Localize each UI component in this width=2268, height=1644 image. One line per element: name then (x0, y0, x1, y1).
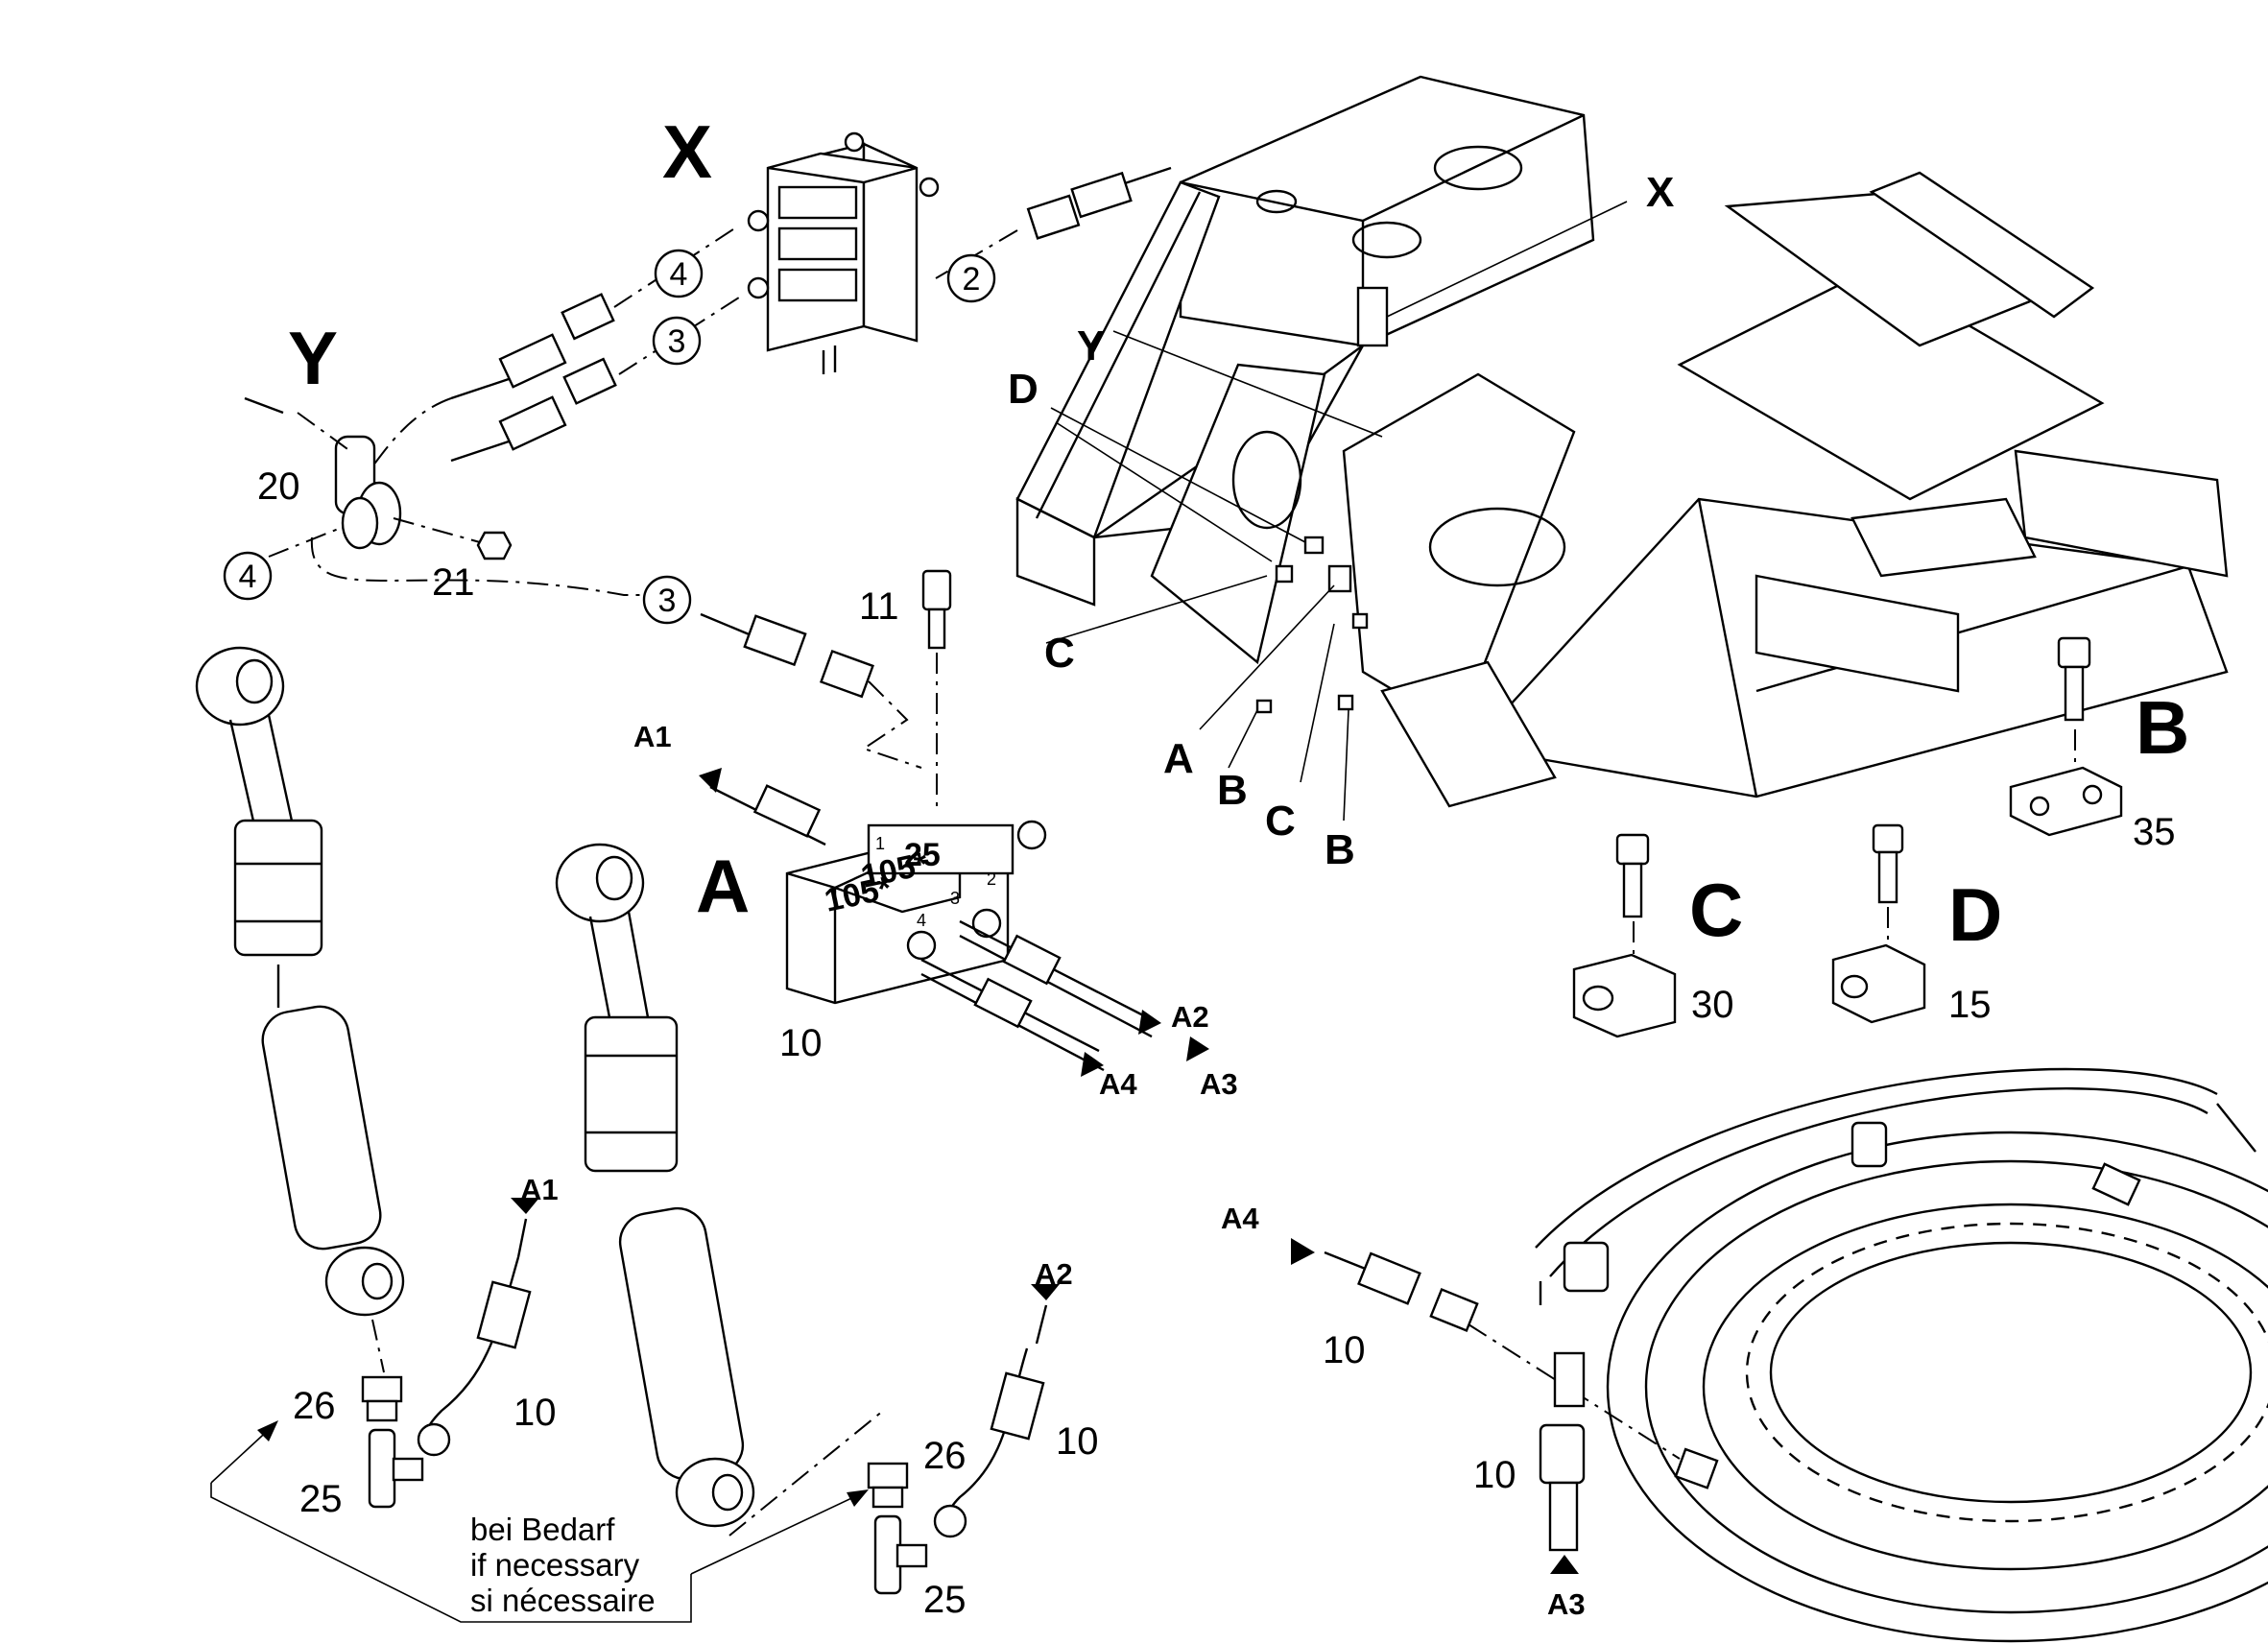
frame-label-d: D (1008, 366, 1039, 413)
part-num-10-block: 10 (779, 1022, 823, 1064)
part-num-10-a3: 10 (1473, 1454, 1516, 1496)
part-num-25-left: 25 (299, 1478, 343, 1520)
arrow-label-a3-top: A3 (1200, 1067, 1238, 1101)
view-labels: X Y A B C D (288, 109, 2189, 957)
frame-label-y: Y (1077, 322, 1105, 369)
arrow-label-a2-bottom: A2 (1035, 1257, 1073, 1291)
hose-assembly-upper (335, 166, 1172, 500)
clamp-b (2009, 636, 2123, 837)
part-num-10-a4: 10 (1323, 1329, 1366, 1371)
fittings-left (361, 1198, 539, 1509)
bolt-11 (921, 569, 952, 806)
block-mark-n3: 3 (950, 889, 960, 908)
part-num-26-left: 26 (293, 1385, 336, 1427)
frame-label-c1: C (1044, 630, 1075, 677)
view-label-y: Y (288, 316, 338, 400)
part-num-35: 35 (2133, 811, 2176, 853)
part-num-10-left: 10 (513, 1392, 557, 1434)
frame-label-a: A (1163, 735, 1194, 782)
view-label-x: X (662, 109, 712, 194)
part-num-11: 11 (859, 585, 899, 628)
circled-ref-2: 2 (963, 261, 981, 298)
part-num-25-mid: 25 (923, 1579, 967, 1621)
hydraulic-cylinder-left (195, 646, 405, 1373)
view-label-d: D (1948, 872, 2002, 957)
distributor-block-a (699, 768, 1209, 1077)
block-mark-n1: 1 (875, 834, 885, 853)
view-label-c: C (1689, 868, 1743, 952)
excavator-frame (1015, 75, 2229, 822)
bracket-y (244, 396, 513, 560)
arrow-labels: A1 A2 A3 A4 A1 A2 A4 A3 (520, 720, 1586, 1621)
clamp-c (1572, 833, 1677, 1038)
part-num-21: 21 (432, 561, 475, 604)
arrow-label-a4-ring: A4 (1221, 1202, 1259, 1235)
part-num-20: 20 (257, 465, 300, 508)
view-label-a: A (696, 844, 750, 928)
fittings-mid (867, 1284, 1060, 1595)
note-bracket (210, 1410, 884, 1623)
arrow-label-a1-top: A1 (633, 720, 672, 753)
circled-ref-4b: 4 (239, 559, 257, 595)
arrow-label-a3-ring: A3 (1547, 1587, 1586, 1621)
arrow-label-a2-top: A2 (1171, 1000, 1209, 1034)
frame-label-b2: B (1325, 826, 1355, 873)
block-mark-n2: 2 (987, 870, 996, 889)
frame-label-x: X (1646, 169, 1674, 216)
part-num-26-mid: 26 (923, 1435, 967, 1477)
frame-label-b1: B (1217, 767, 1248, 814)
circled-ref-4a: 4 (670, 256, 688, 293)
block-mark-n4: 4 (917, 911, 926, 930)
hydraulic-cylinder-right (555, 843, 755, 1528)
note-de: bei Bedarf (470, 1512, 615, 1547)
part-num-10-mid: 10 (1056, 1420, 1099, 1463)
clamp-d (1831, 823, 1926, 1024)
valve-block-x (747, 131, 940, 374)
part-num-30: 30 (1691, 984, 1734, 1026)
note-en: if necessary (470, 1547, 640, 1583)
note-fr: si nécessaire (470, 1583, 656, 1618)
frame-label-c2: C (1265, 798, 1296, 845)
installation-note: bei Bedarf if necessary si nécessaire (470, 1512, 656, 1618)
circled-ref-3a: 3 (668, 323, 686, 360)
arrow-label-a4-top: A4 (1099, 1067, 1137, 1101)
frame-labels: X Y D C A B C B (1008, 169, 1674, 873)
part-numbers: 20 21 11 10 35 30 15 26 25 10 26 25 10 1… (257, 465, 2176, 1621)
slewing-ring (1535, 1067, 2268, 1643)
hose-to-block-a (700, 612, 922, 769)
part-num-15: 15 (1948, 984, 1992, 1026)
block-mark-25: 25 (904, 837, 941, 873)
circled-ref-3b: 3 (658, 583, 677, 619)
circled-references: 4 3 2 4 3 (223, 249, 996, 625)
view-label-b: B (2136, 685, 2189, 770)
ring-hoses (1291, 1238, 1681, 1574)
arrow-label-a1-bottom: A1 (520, 1173, 559, 1206)
